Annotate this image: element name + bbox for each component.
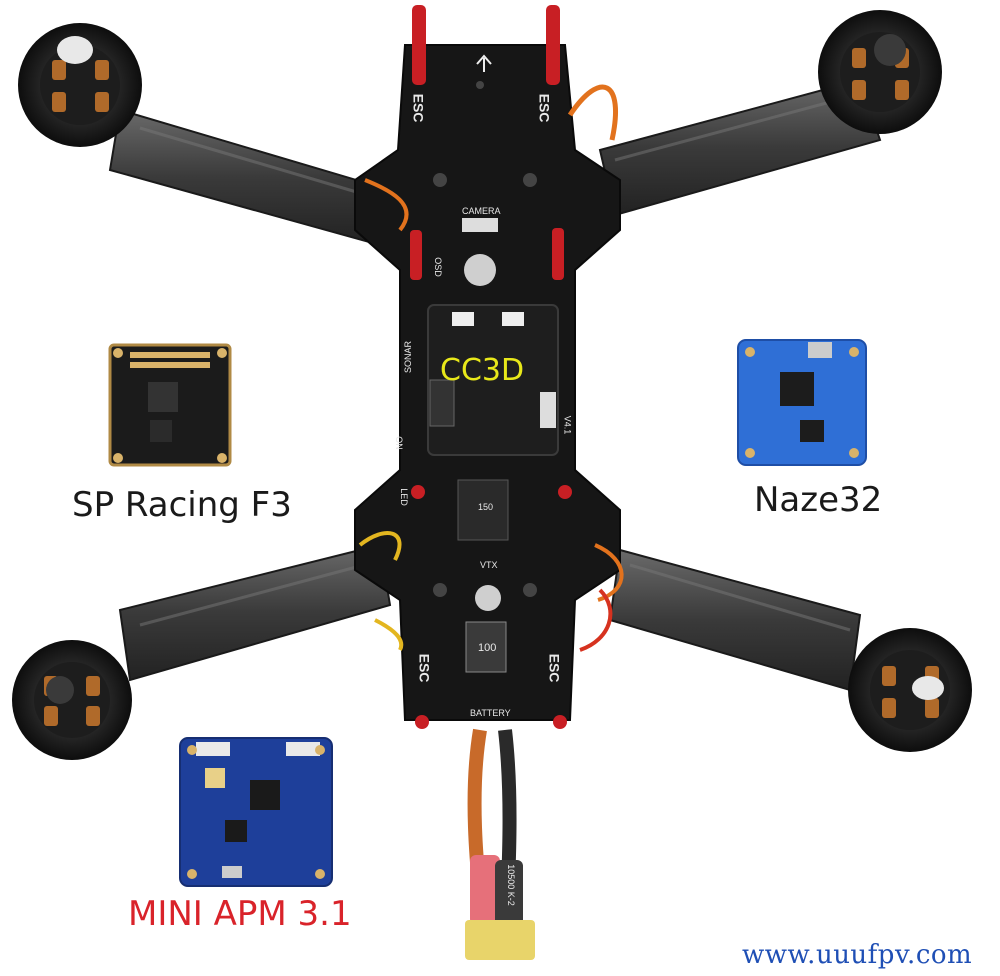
silk-regulator: 150 (478, 502, 494, 512)
silk-sonar: SONAR (403, 340, 414, 374)
label-mini-apm: MINI APM 3.1 (128, 894, 352, 934)
arm-front-left (108, 108, 392, 247)
label-sp-racing-f3: SP Racing F3 (72, 485, 292, 525)
battery-cables (465, 728, 535, 960)
label-naze32: Naze32 (754, 480, 883, 520)
arm-rear-left (118, 543, 392, 682)
silk-on: ON (393, 436, 404, 450)
silk-esc-front-left: ESC (410, 93, 427, 123)
silk-vtx: VTX (480, 560, 498, 570)
sp-racing-f3-board (108, 343, 232, 467)
mini-apm-board (179, 737, 333, 887)
silk-esc-rear-left: ESC (416, 653, 433, 683)
motor-front-right (818, 10, 942, 134)
silk-camera: CAMERA (462, 206, 501, 216)
motor-rear-left (12, 640, 132, 760)
silk-esc-rear-right: ESC (546, 653, 563, 683)
silk-inductor: 100 (478, 642, 497, 654)
silk-esc-front-right: ESC (536, 93, 553, 123)
silk-battery: BATTERY (470, 708, 511, 718)
naze32-board (737, 339, 867, 466)
motor-rear-right (848, 628, 972, 752)
silk-cable-text: 10500 K-2 (505, 864, 516, 906)
silk-osd: OSD (432, 257, 443, 277)
arm-rear-right (608, 548, 862, 692)
frame-board (354, 5, 624, 729)
silk-led: LED (398, 488, 409, 506)
label-website: www.uuufpv.com (742, 940, 973, 970)
silk-v41: V4.1 (562, 415, 573, 435)
motor-front-left (18, 23, 142, 147)
label-cc3d: CC3D (440, 353, 525, 388)
